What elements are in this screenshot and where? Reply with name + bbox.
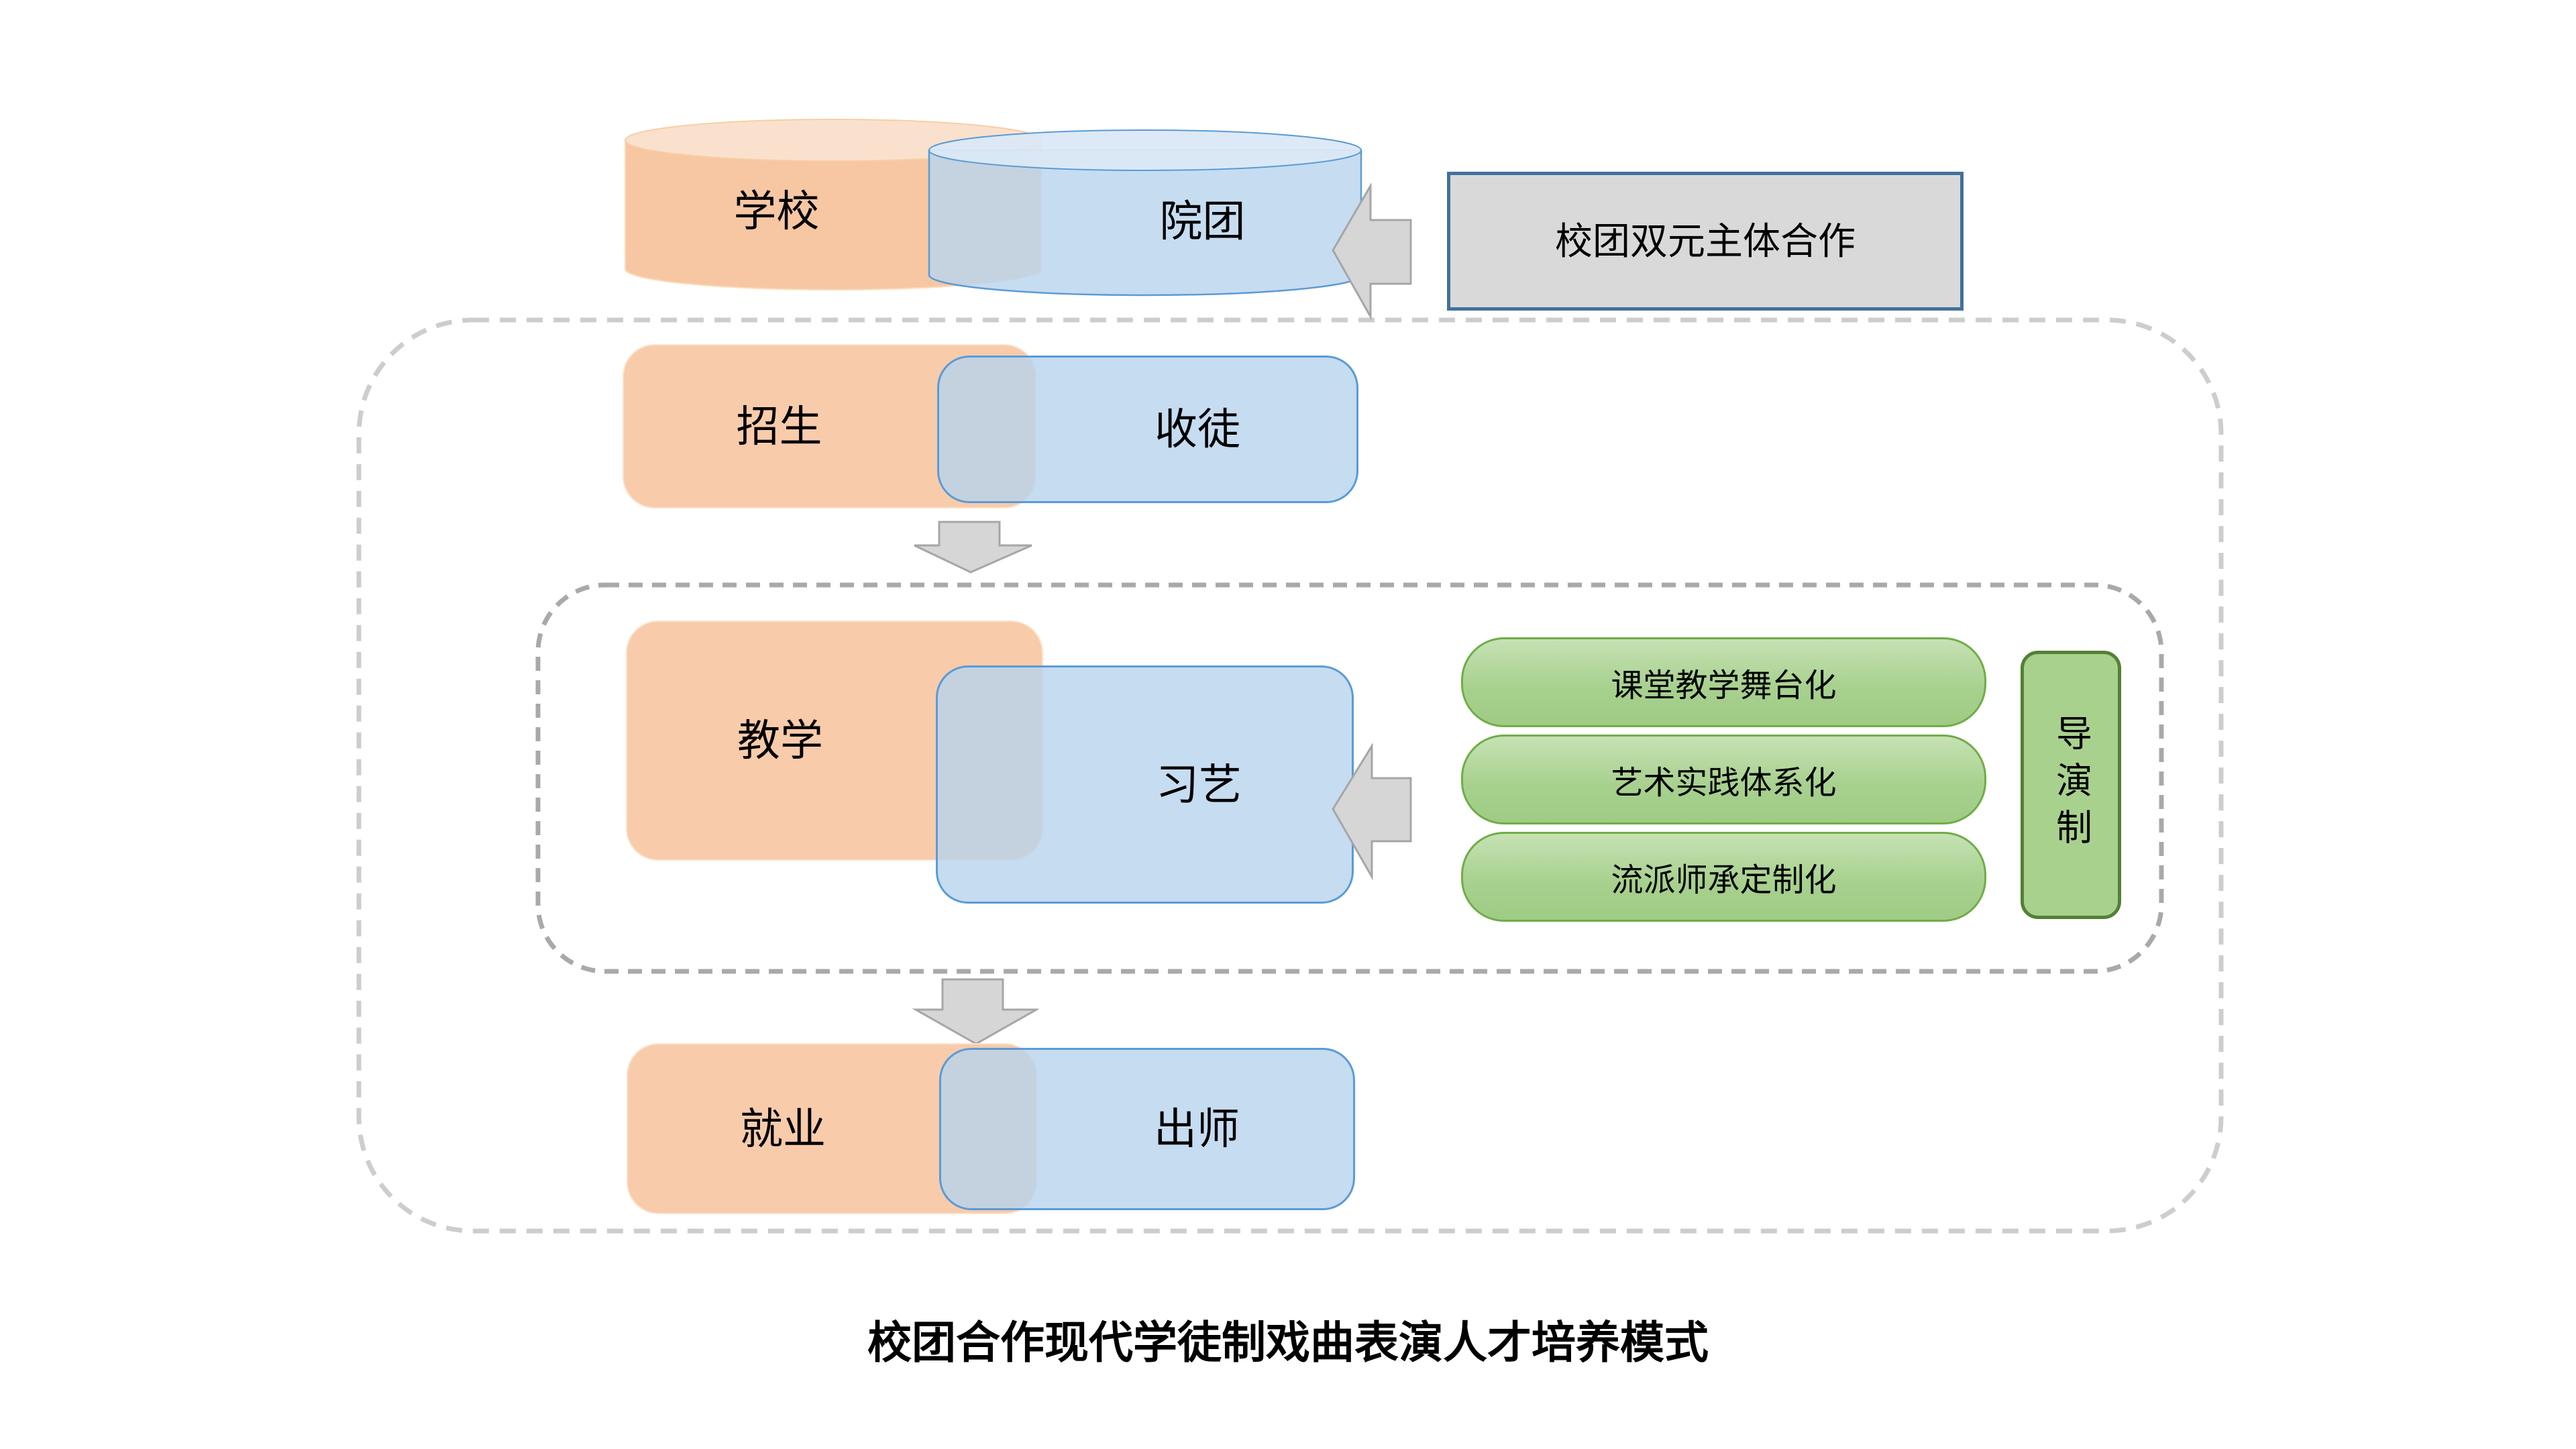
- cooperation-arrow-icon: [1332, 183, 1412, 321]
- director-system-box: 导演制: [2021, 651, 2121, 919]
- down-block-arrow: [914, 521, 1032, 574]
- method-pill: 课堂教学舞台化: [1461, 637, 1986, 727]
- flow-arrow-2-icon: [912, 978, 1038, 1045]
- outcome-troupe-box: [939, 1048, 1355, 1210]
- method-pill: 艺术实践体系化: [1461, 735, 1986, 824]
- director-system-label: 导演制: [2050, 714, 2091, 855]
- method-pill: 流派师承定制化: [1461, 832, 1986, 922]
- method-label-2: 艺术实践体系化: [1611, 765, 1837, 801]
- method-label-1: 课堂教学舞台化: [1611, 668, 1837, 704]
- left-block-arrow: [1332, 183, 1412, 321]
- troupe-cylinder-top: [928, 129, 1362, 171]
- outer-dashed-frame: [356, 317, 2224, 1234]
- methods-arrow-icon: [1332, 743, 1412, 881]
- enrollment-troupe-box: [937, 356, 1358, 503]
- troupe-cylinder-body: [928, 149, 1362, 297]
- outer-dashed-border: [356, 317, 2224, 1234]
- inner-dashed-border: [535, 582, 2164, 974]
- inner-dashed-frame: [535, 582, 2164, 974]
- down-block-arrow: [912, 978, 1038, 1045]
- cooperation-box: [1447, 172, 1964, 311]
- left-block-arrow: [1332, 743, 1412, 881]
- training-troupe-box: [936, 665, 1354, 904]
- troupe-cylinder: [928, 129, 1362, 297]
- flow-arrow-1-icon: [914, 521, 1032, 574]
- diagram-title: 校团合作现代学徒制戏曲表演人才培养模式: [867, 1318, 1709, 1367]
- method-label-3: 流派师承定制化: [1611, 863, 1837, 898]
